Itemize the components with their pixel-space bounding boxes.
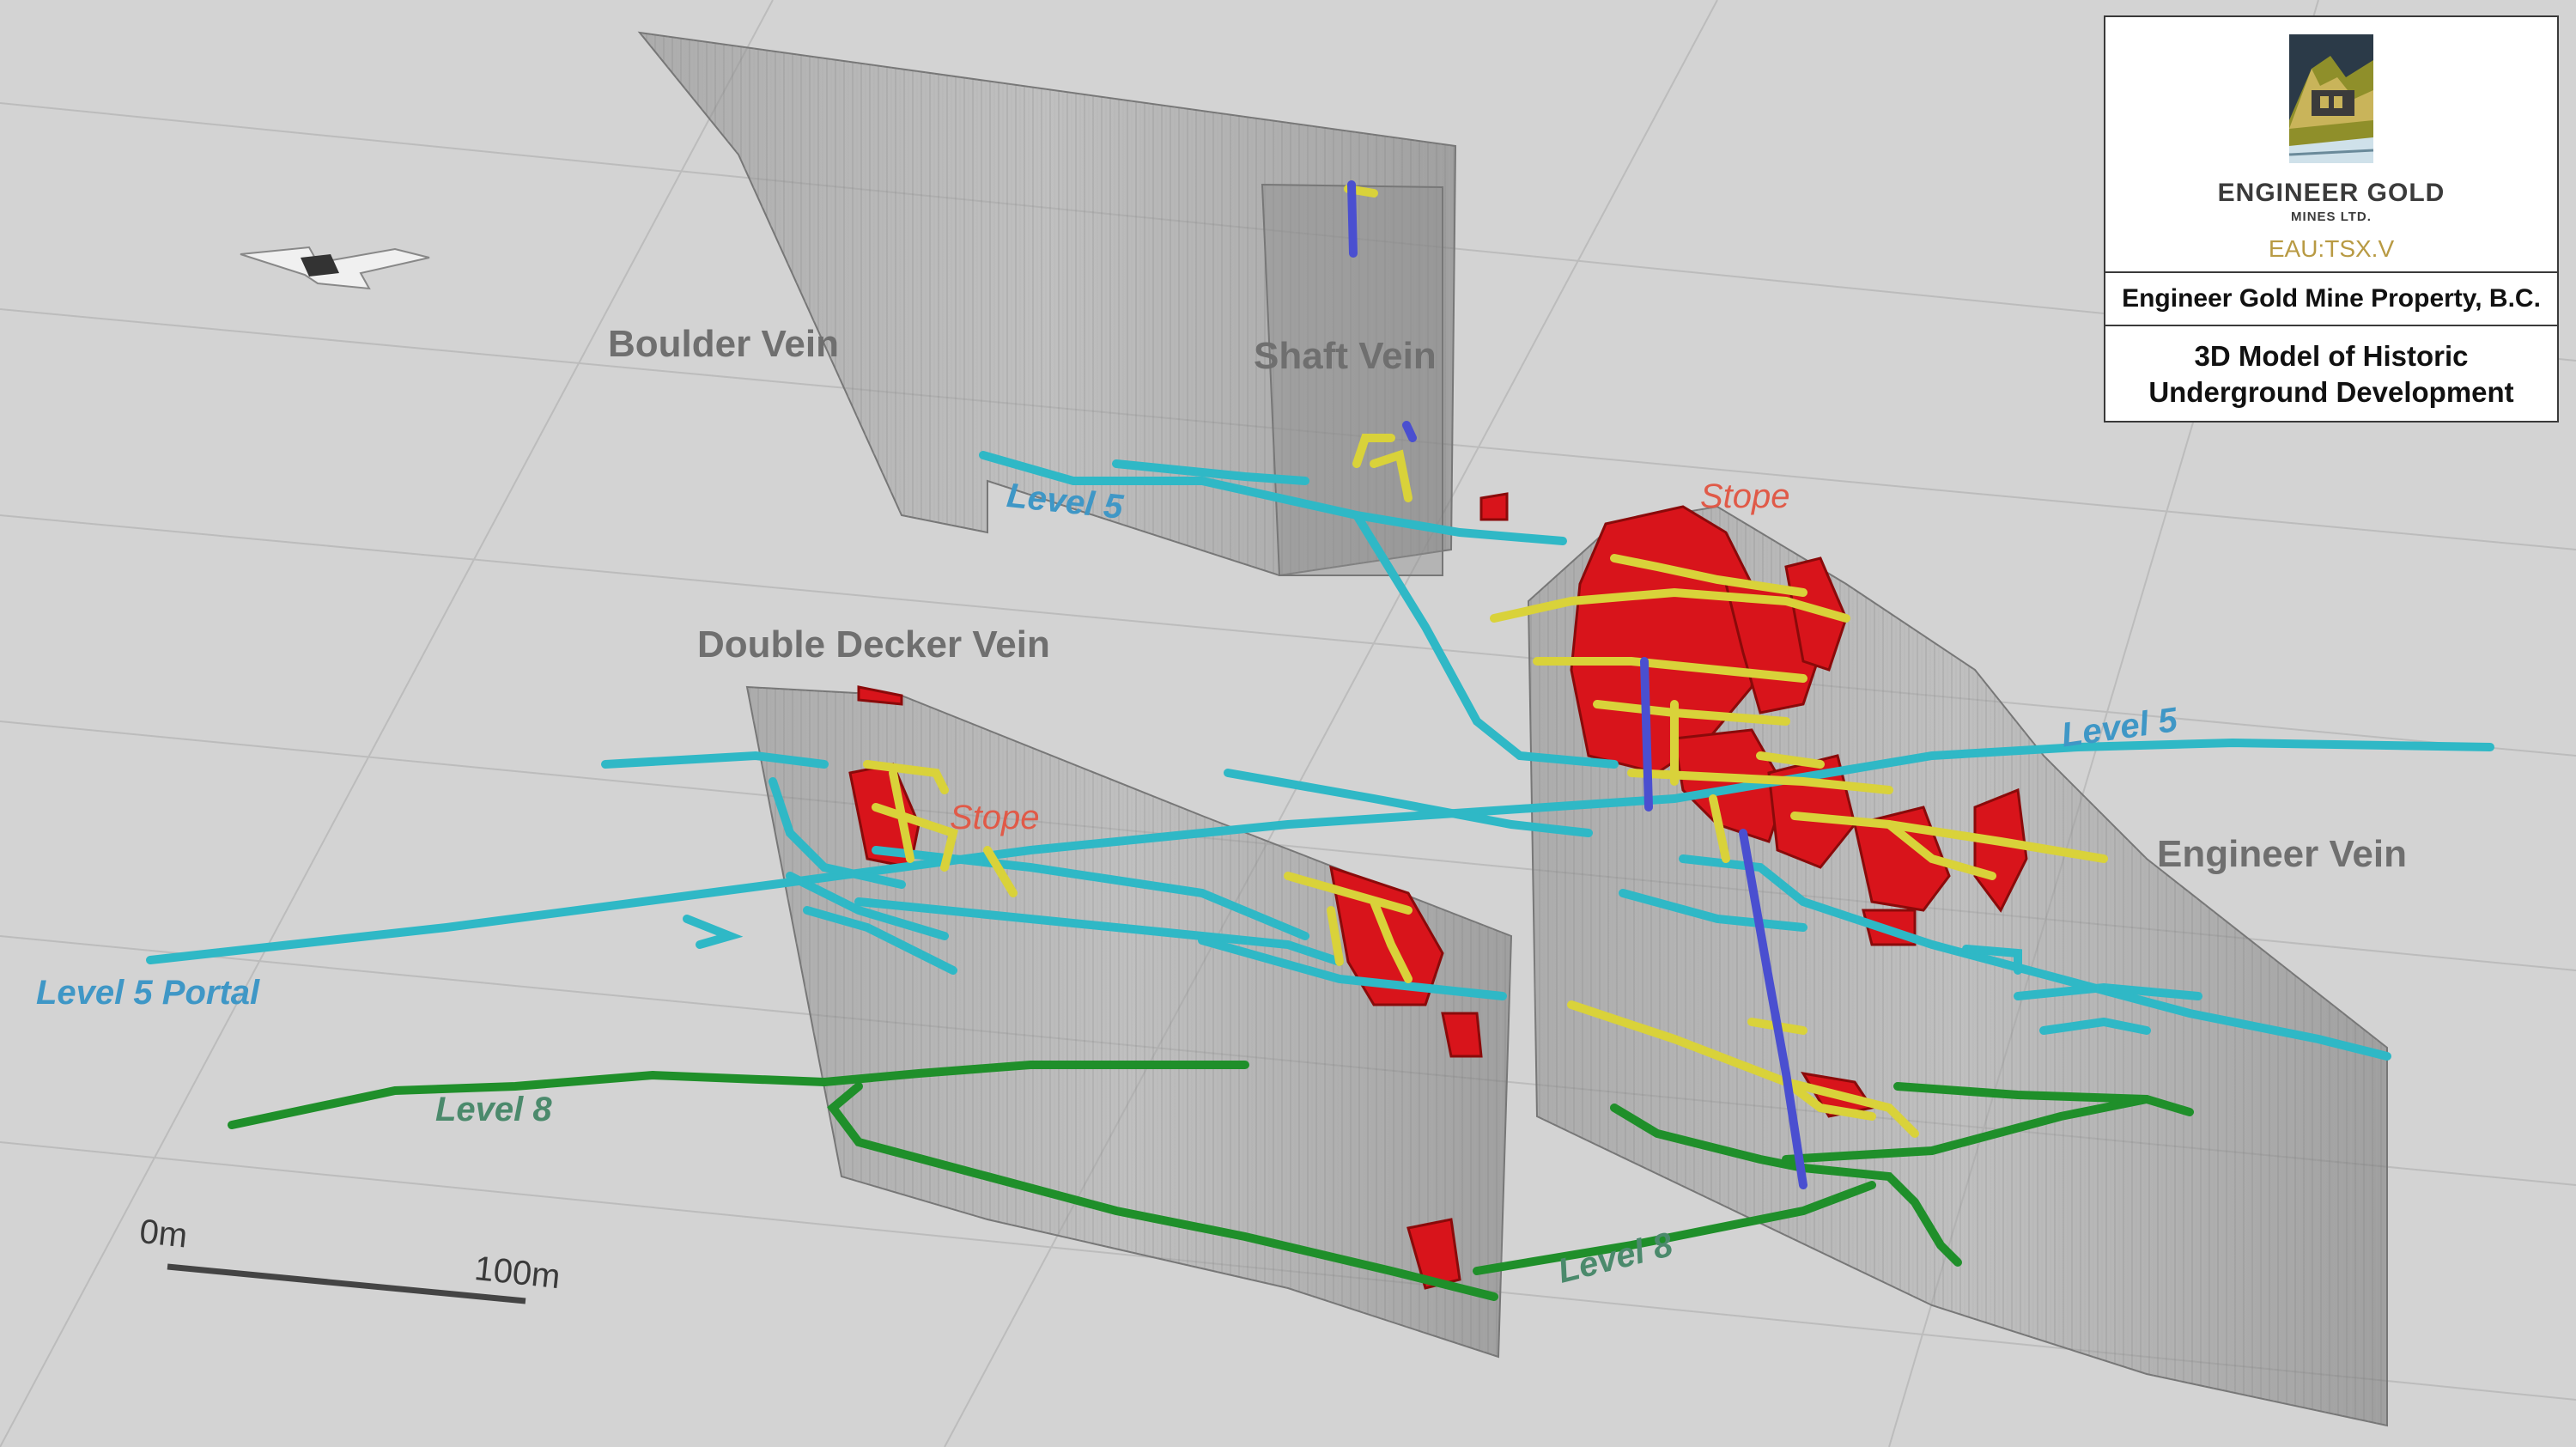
stope-label-left: Stope (950, 799, 1040, 836)
level-5-portal-label: Level 5 Portal (36, 974, 260, 1012)
engineer-vein-label: Engineer Vein (2157, 833, 2407, 875)
shafts (1347, 180, 1807, 1189)
level-8-label-left: Level 8 (435, 1091, 552, 1128)
raises-and-sublevels (863, 185, 2108, 1138)
shaft-vein-label: Shaft Vein (1254, 335, 1437, 377)
map-title: 3D Model of Historic Underground Develop… (2105, 328, 2557, 421)
mountain-mine-logo-icon (2288, 34, 2374, 163)
company-name: ENGINEER GOLD (2217, 179, 2445, 207)
company-logo: ENGINEER GOLD MINES LTD. EAU:TSX.V (2105, 17, 2557, 271)
scale-bar-start-label: 0m (137, 1213, 190, 1255)
map-title-line-2: Underground Development (2148, 376, 2514, 408)
north-arrow-icon (240, 246, 430, 290)
stock-ticker: EAU:TSX.V (2268, 235, 2395, 262)
title-block: ENGINEER GOLD MINES LTD. EAU:TSX.V Engin… (2104, 15, 2559, 423)
map-title-line-1: 3D Model of Historic (2194, 340, 2469, 372)
boulder-vein-label: Boulder Vein (608, 323, 839, 365)
double-decker-vein-label: Double Decker Vein (697, 623, 1050, 666)
level-5-drifts (146, 451, 2494, 1061)
property-name: Engineer Gold Mine Property, B.C. (2105, 271, 2557, 326)
stope-label-upper: Stope (1700, 477, 1790, 515)
company-subtitle: MINES LTD. (2291, 210, 2372, 224)
scale-bar (167, 1263, 526, 1304)
level-8-drifts (228, 1061, 2194, 1301)
